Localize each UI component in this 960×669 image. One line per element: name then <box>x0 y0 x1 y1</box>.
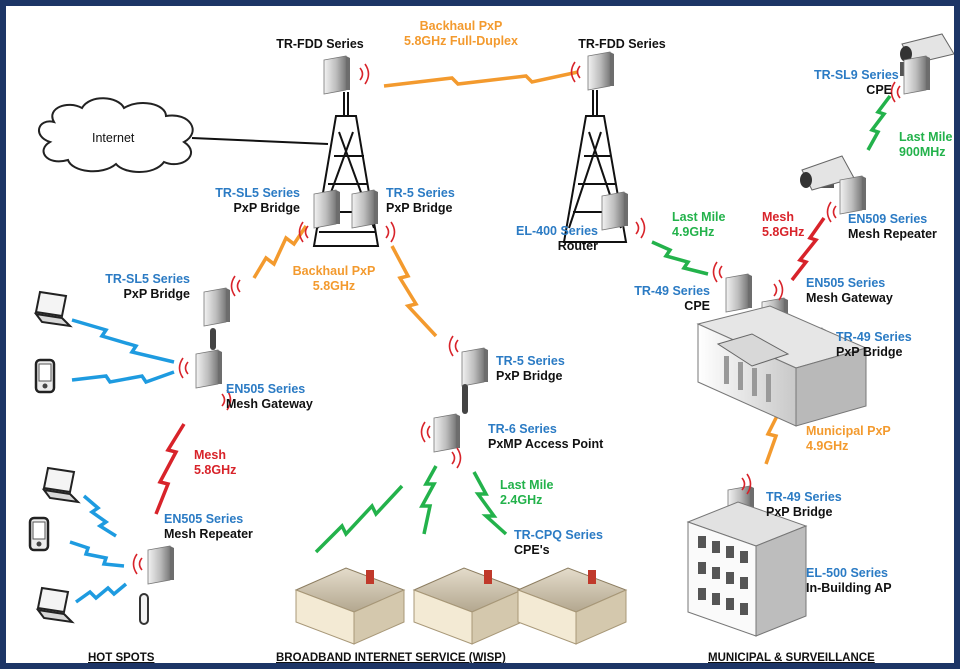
panel-trsl9 <box>903 55 931 95</box>
footer-wisp: BROADBAND INTERNET SERVICE (WISP) <box>276 652 506 664</box>
signal-arcs-el400 <box>635 217 646 239</box>
signal-arcs-trfdd-left <box>359 63 370 85</box>
house-icon-3 <box>517 567 627 645</box>
phone-icon-top <box>34 358 56 394</box>
mesh-left-link <box>154 423 186 515</box>
mesh-right-link <box>790 216 826 282</box>
omni-antenna-en505-left <box>210 328 216 350</box>
lastmile-24-link-3 <box>472 471 508 536</box>
panel-tr5-top <box>351 189 379 229</box>
backhaul-top-link <box>383 70 579 88</box>
signal-arcs-tr6-bottom <box>451 447 462 469</box>
signal-arcs-tr5-top <box>385 221 396 243</box>
wifi-link-laptop-top <box>71 318 175 364</box>
municipal-building-icon <box>696 305 868 427</box>
lastmile-24-link-2 <box>419 465 438 535</box>
panel-trsl5-top <box>313 189 341 229</box>
panel-en505-left <box>195 349 223 389</box>
backhaul-mid-link-right <box>390 245 438 338</box>
omni-antenna-tr5-mid <box>462 384 468 414</box>
lastmile-49-link <box>651 240 709 276</box>
backhaul-mid-link <box>252 225 308 279</box>
panel-trfdd-left <box>323 55 351 95</box>
panel-el400 <box>601 191 629 231</box>
trfdd-right-label: TR-FDD Series <box>578 37 666 51</box>
internet-label: Internet <box>92 131 135 145</box>
internet-cable <box>191 137 329 145</box>
wifi-link-phone-top <box>71 370 175 385</box>
panel-tr5-mid <box>461 347 489 387</box>
laptop-icon-bottom-1 <box>43 467 79 503</box>
signal-arcs-en509 <box>826 201 837 223</box>
signal-arcs-trsl5-left <box>230 275 241 297</box>
signal-arcs-tr5-mid <box>448 335 459 357</box>
footer-municipal: MUNICIPAL & SURVEILLANCE <box>708 652 875 664</box>
signal-arcs-tr49-cpe <box>712 261 723 283</box>
panel-en505-repeater <box>147 545 175 585</box>
lastmile-24-link-1 <box>314 484 404 554</box>
network-diagram <box>28 33 954 645</box>
panel-en509 <box>839 175 867 215</box>
wifi-link-laptop-bottom-2 <box>74 582 128 604</box>
wifi-link-laptop-bottom-1 <box>82 494 117 538</box>
footer-hot-spots: HOT SPOTS <box>88 652 155 664</box>
signal-arcs-en505-repeater <box>132 553 143 575</box>
house-icon-2 <box>413 567 523 645</box>
office-building-icon <box>686 501 808 637</box>
phone-icon-bottom <box>28 516 50 552</box>
laptop-icon-bottom-2 <box>37 587 73 623</box>
panel-trsl5-left <box>203 287 231 327</box>
panel-trfdd-right <box>587 51 615 91</box>
signal-arcs-trsl9 <box>890 81 901 103</box>
tower-right <box>562 90 628 243</box>
panel-tr49-cpe <box>725 273 753 313</box>
omni-antenna-repeater <box>139 593 149 625</box>
internet-cloud <box>38 97 194 173</box>
house-icon-1 <box>295 567 405 645</box>
signal-arcs-en505-left <box>178 357 189 379</box>
laptop-icon-top <box>35 291 71 327</box>
signal-arcs-en505-right <box>773 279 784 301</box>
wifi-link-phone-bottom <box>69 540 125 568</box>
panel-tr6 <box>433 413 461 453</box>
trfdd-left-label: TR-FDD Series <box>276 37 364 51</box>
lastmile-900-link <box>866 94 892 151</box>
signal-arcs-tr6 <box>420 421 431 443</box>
